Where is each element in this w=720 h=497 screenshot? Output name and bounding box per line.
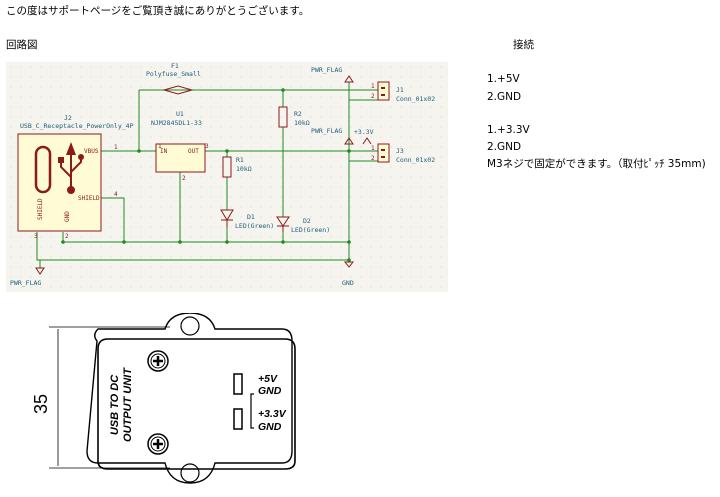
junctions	[61, 88, 351, 262]
circuit-schematic: USB_C_Receptacle_PowerOnly_4P J2 F1 Poly…	[6, 62, 448, 292]
pwr-flag-label-bottom: PWR_FLAG	[10, 279, 41, 287]
connection-line-5: M3ネジで固定ができます。（取付ﾋﾟｯﾁ 35mm)	[487, 158, 706, 170]
mounting-hole-bottom	[180, 463, 200, 483]
u1-val-label: NJM2845DL1-33	[151, 119, 202, 127]
pin-vbus-label: VBUS	[84, 148, 99, 155]
f1-ref-label: F1	[171, 62, 179, 70]
j2-pin-number-3: 3	[34, 233, 38, 240]
j3-pin-number-1: 1	[371, 145, 375, 152]
pin-out-label: OUT	[188, 148, 199, 155]
label-gnd-2: GND	[258, 421, 282, 433]
r1-val-label: 10kΩ	[236, 165, 252, 173]
v33-label: +3.3V	[354, 128, 374, 136]
f1-val-label: Polyfuse_Small	[146, 70, 201, 78]
connection-line-4: 2.GND	[487, 141, 522, 153]
pin-shield-vertical-label: SHIELD	[37, 198, 44, 220]
screw-top-icon	[147, 350, 169, 372]
connector-j3	[377, 143, 390, 163]
regulator-u1	[155, 143, 206, 173]
j2-pin-number-2: 2	[65, 233, 69, 240]
resistor-r1	[222, 156, 232, 178]
connection-line-3: 1.+3.3V	[487, 124, 530, 136]
pin-in-label: IN	[160, 148, 168, 155]
pin-gnd-vertical-label: GND	[64, 211, 71, 222]
r1-ref-label: R1	[236, 156, 244, 164]
j1-val-label: Conn_01x02	[396, 95, 435, 103]
led-d2	[276, 216, 290, 232]
pin-number-4: 4	[114, 191, 118, 198]
mechanical-drawing: 35 USB TO DC OUTPUT UNIT +5V GND +3.3V G…	[31, 313, 296, 484]
mounting-hole-top	[180, 316, 200, 336]
unit-title-line2: OUTPUT UNIT	[122, 367, 134, 442]
connection-line-2: 2.GND	[487, 91, 522, 103]
label-gnd-1: GND	[258, 385, 282, 397]
j1-pin-number-2: 2	[371, 93, 375, 100]
gnd-label: GND	[342, 279, 354, 287]
pwr-flag-label-top: PWR_FLAG	[311, 66, 342, 74]
led-d1	[220, 209, 234, 227]
j2-val-label: USB_C_Receptacle_PowerOnly_4P	[20, 122, 134, 130]
terminal-bracket	[250, 393, 254, 429]
wires	[36, 82, 378, 268]
u1-pin-number-2: 2	[182, 175, 186, 182]
dimension-value: 35	[31, 394, 51, 414]
pin-number-1: 1	[114, 144, 118, 151]
usb-c-connector-j2	[17, 133, 102, 232]
screw-bottom-icon	[147, 433, 169, 455]
intro-text: この度はサポートページをご覧頂き誠にありがとうございます。	[6, 5, 310, 17]
d1-ref-label: D1	[247, 213, 255, 221]
u1-pin-number-1: 1	[158, 143, 162, 150]
terminal-slot-33v	[233, 408, 243, 430]
u1-pin-number-3: 3	[205, 143, 209, 150]
schematic-heading: 回路図	[6, 39, 38, 51]
polyfuse-f1	[162, 85, 194, 95]
j3-ref-label: J3	[396, 147, 404, 155]
j3-pin-number-2: 2	[371, 155, 375, 162]
d2-val-label: LED(Green)	[291, 226, 330, 234]
pin-shield-label: SHIELD	[78, 195, 100, 202]
j1-pin-number-1: 1	[371, 83, 375, 90]
r2-ref-label: R2	[294, 110, 302, 118]
power-symbols	[35, 75, 372, 275]
resistor-r2	[278, 106, 288, 128]
u1-ref-label: U1	[176, 110, 184, 118]
j3-val-label: Conn_01x02	[396, 156, 435, 164]
label-33v: +3.3V	[258, 408, 287, 420]
j2-ref-label: J2	[64, 114, 72, 122]
connection-line-1: 1.+5V	[487, 73, 520, 85]
unit-title-line1: USB TO DC	[109, 374, 121, 435]
connection-heading: 接続	[513, 39, 534, 51]
d1-val-label: LED(Green)	[235, 222, 274, 230]
terminal-slot-5v	[233, 373, 243, 395]
label-5v: +5V	[258, 373, 278, 385]
d2-ref-label: D2	[303, 217, 311, 225]
pwr-flag-label-mid: PWR_FLAG	[311, 127, 342, 135]
enclosure-body	[97, 338, 296, 470]
j1-ref-label: J1	[396, 86, 404, 94]
connector-j1	[377, 81, 390, 101]
r2-val-label: 10kΩ	[294, 119, 310, 127]
